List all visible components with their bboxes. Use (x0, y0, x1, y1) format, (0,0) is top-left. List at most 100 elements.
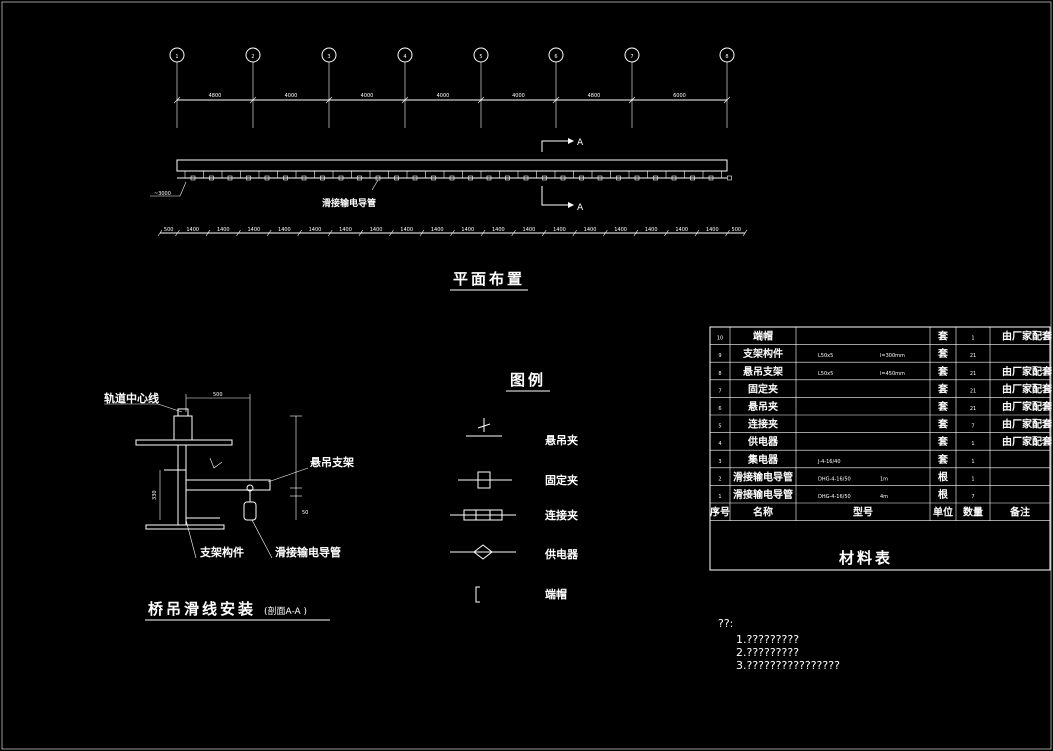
support-tick (603, 229, 608, 237)
row-qty: 21 (970, 353, 976, 359)
clamp-mark (560, 175, 566, 181)
notes-heading: ??: (718, 617, 733, 630)
section-marker-bottom (541, 186, 568, 206)
clamp-mark (246, 175, 251, 181)
row-unit: 套 (937, 365, 949, 378)
table-frame (709, 326, 1051, 571)
support-tick (419, 229, 425, 237)
bay-dimension: 4000 (361, 93, 374, 99)
support-tick (266, 229, 272, 237)
section-arrow-bottom (568, 202, 574, 208)
bracket-member-label: 支架构件 (199, 545, 244, 559)
section-title: 桥吊滑线安装 (148, 600, 256, 618)
row-number: 7 (718, 388, 721, 394)
clamp-mark (616, 175, 621, 181)
support-dimension: 1400 (431, 227, 444, 233)
support-tick (633, 229, 639, 237)
row-number: 3 (718, 459, 721, 465)
bay-dimension: 4800 (588, 93, 601, 99)
row-model: L50x5 (818, 353, 833, 359)
row-name: 滑接输电导管 (733, 470, 793, 483)
row-name: 悬吊夹 (747, 400, 778, 413)
support-dimension: 1400 (370, 227, 383, 233)
row-qty: 7 (971, 494, 974, 500)
row-unit: 套 (937, 418, 949, 431)
axis-label: 8 (725, 54, 728, 60)
row-model: L50x5 (818, 371, 833, 377)
note-line: 1.????????? (736, 633, 799, 646)
clamp-mark (505, 175, 510, 181)
row-unit: 套 (937, 382, 949, 395)
clamp-mark (394, 175, 399, 181)
table-header-cell: 型号 (853, 506, 873, 519)
track-center-label: 轨道中心线 (104, 391, 159, 405)
support-tick (297, 229, 302, 237)
bay-dimension: 6000 (673, 93, 686, 99)
section-label-bottom: A (577, 203, 584, 213)
row-name: 供电器 (747, 435, 779, 448)
legend-label: 固定夹 (545, 473, 578, 487)
row-name: 集电器 (747, 453, 779, 466)
clamp-mark (690, 175, 695, 181)
support-tick (205, 229, 211, 237)
beam-web (177, 444, 187, 526)
clamp-mark (190, 175, 196, 181)
support-dimension: 1400 (645, 227, 658, 233)
row-qty: 7 (971, 424, 974, 430)
end-cap-symbol (475, 586, 480, 603)
support-tick (664, 229, 669, 237)
clamp-mark (468, 175, 473, 181)
support-dimension: 1400 (400, 227, 413, 233)
clamp-mark (301, 175, 307, 181)
beam-bottom-flange (145, 524, 225, 530)
support-dimension: 1400 (278, 227, 291, 233)
support-dimension: 1400 (614, 227, 627, 233)
clamp-mark (671, 175, 677, 181)
support-tick (572, 229, 578, 237)
note-lines: 1.?????????2.?????????3.???????????????? (736, 633, 840, 672)
row-unit: 根 (938, 488, 948, 501)
axis-label: 6 (554, 54, 557, 60)
support-dimension: 1400 (339, 227, 352, 233)
support-tick (480, 229, 486, 237)
clamp-mark (449, 175, 455, 181)
bracket-member (185, 490, 220, 519)
row-number: 9 (718, 353, 721, 359)
notes: ??: 1.?????????2.?????????3.????????????… (718, 617, 840, 672)
bay-dimension: 4000 (437, 93, 450, 99)
row-unit: 套 (937, 347, 949, 360)
axis-label: 7 (630, 54, 633, 60)
row-unit: 套 (937, 453, 949, 466)
row-name: 悬吊支架 (742, 365, 783, 378)
row-name: 固定夹 (748, 382, 778, 395)
row-note: 由厂家配套 (1002, 330, 1053, 343)
support-dimension: 1400 (675, 227, 688, 233)
clamp-mark (264, 175, 270, 181)
row-name: 支架构件 (742, 347, 783, 360)
row-note: 由厂家配套 (1002, 382, 1053, 395)
clamp-mark (338, 175, 344, 181)
axis-label: 1 (175, 54, 178, 60)
support-tick (511, 229, 516, 237)
row-qty: 1 (971, 459, 974, 465)
support-dimension: 1400 (186, 227, 199, 233)
row-note: 由厂家配套 (1002, 418, 1053, 431)
support-dimension: 1400 (492, 227, 505, 233)
crane-rail (176, 159, 728, 172)
table-header-cell: 备注 (1009, 506, 1030, 519)
hanger-bracket-leader (267, 467, 309, 483)
row-model: DHG-4-16/50 (818, 494, 851, 500)
row-model: DHG-4-16/50 (818, 476, 851, 482)
rail-head (177, 408, 189, 417)
clamp-mark (227, 175, 233, 181)
table-grid (710, 327, 1050, 521)
conductor-label: 滑接输电导管 (322, 197, 376, 209)
